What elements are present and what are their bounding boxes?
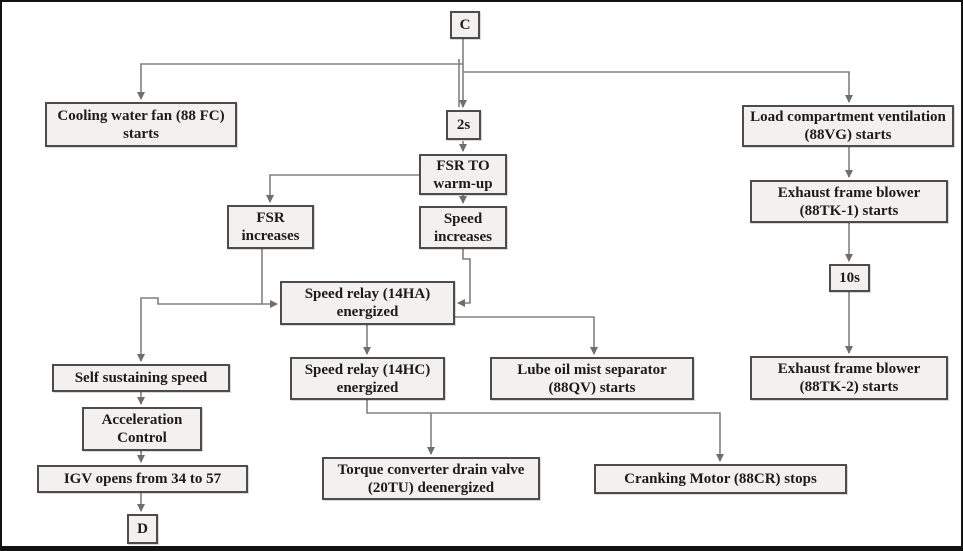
flow-node-speed-increases: Speed increases bbox=[419, 206, 507, 249]
flow-node-speed-relay-14hc: Speed relay (14HC) energized bbox=[290, 357, 445, 400]
connector-c-to-load-compartment bbox=[463, 71, 853, 103]
flow-node-lube-oil-separator: Lube oil mist separator (88QV) starts bbox=[490, 357, 694, 400]
flow-node-cranking-motor: Cranking Motor (88CR) stops bbox=[594, 464, 847, 494]
flow-node-torque-converter: Torque converter drain valve (20TU) deen… bbox=[322, 457, 540, 500]
connector-14ha-to-lube-oil bbox=[455, 316, 598, 355]
flow-node-connector-c: C bbox=[450, 11, 480, 39]
connector-fsr-inc-to-14ha bbox=[261, 249, 278, 308]
flow-node-speed-relay-14ha: Speed relay (14HA) energized bbox=[280, 281, 455, 325]
flow-node-self-sustaining: Self sustaining speed bbox=[52, 364, 230, 392]
connector-speed-inc-to-14ha bbox=[457, 249, 471, 307]
flow-node-delay-10s: 10s bbox=[829, 264, 870, 292]
flow-node-connector-d: D bbox=[127, 514, 158, 544]
flow-node-acceleration-ctrl: Acceleration Control bbox=[82, 407, 202, 451]
flow-node-fsr-increases: FSR increases bbox=[227, 205, 314, 249]
flow-node-load-compartment: Load compartment ventilation (88VG) star… bbox=[742, 105, 954, 147]
flow-node-fsr-to-warmup: FSR TO warm-up bbox=[419, 154, 507, 195]
connector-warmup-to-fsr-increases bbox=[266, 174, 419, 203]
flow-node-igv-opens: IGV opens from 34 to 57 bbox=[37, 465, 248, 493]
flow-node-exhaust-blower-2: Exhaust frame blower (88TK-2) starts bbox=[750, 356, 948, 400]
flow-node-cooling-water-fan: Cooling water fan (88 FC) starts bbox=[45, 102, 237, 147]
connector-branch-to-self-sust bbox=[137, 297, 262, 362]
connector-14hc-to-cranking bbox=[366, 400, 724, 462]
connector-c-to-cooling-fan bbox=[137, 63, 463, 100]
flow-node-exhaust-blower-1: Exhaust frame blower (88TK-1) starts bbox=[750, 180, 948, 223]
flow-node-delay-2s: 2s bbox=[446, 110, 481, 140]
